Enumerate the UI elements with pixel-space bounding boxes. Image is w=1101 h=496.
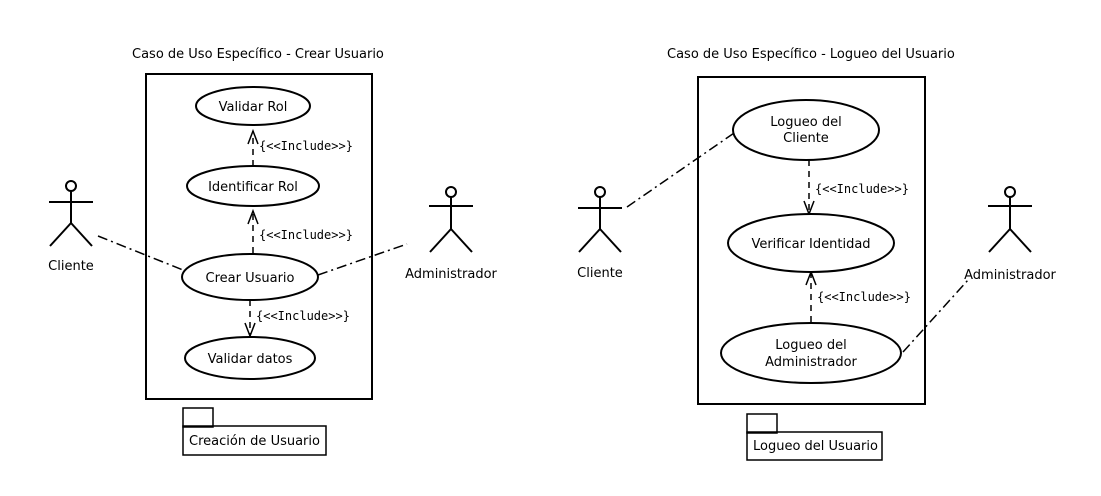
usecase-verificar-identidad — [727, 213, 895, 273]
usecase-logueo-administrador-label-2: Administrador — [765, 355, 857, 370]
right-actor-administrador — [988, 186, 1032, 253]
usecase-validar-datos-label: Validar datos — [208, 352, 293, 367]
left-assoc-admin — [317, 243, 408, 276]
left-diagram-title: Caso de Uso Específico - Crear Usuario — [132, 47, 384, 62]
left-assoc-cliente — [97, 235, 184, 271]
usecase-logueo-administrador-label-1: Logueo del — [775, 338, 846, 353]
usecase-validar-rol — [195, 86, 311, 126]
left-actor-cliente — [49, 180, 93, 247]
left-include-label-1: {<<Include>>} — [259, 139, 353, 153]
left-include-arrow-1 — [247, 128, 259, 145]
usecase-logueo-cliente-label-2: Cliente — [783, 131, 829, 146]
usecase-crear-usuario — [181, 253, 319, 301]
right-include-label-2: {<<Include>>} — [817, 290, 911, 304]
left-include-label-3: {<<Include>>} — [256, 309, 350, 323]
right-package-body — [746, 431, 883, 461]
usecase-validar-datos — [184, 336, 316, 380]
right-assoc-cliente — [626, 130, 738, 208]
usecase-identificar-rol-label: Identificar Rol — [208, 180, 298, 195]
right-actor-cliente-label: Cliente — [577, 266, 623, 281]
left-package-label: Creación de Usuario — [189, 434, 320, 449]
usecase-logueo-cliente-label-1: Logueo del — [770, 115, 841, 130]
usecase-logueo-cliente — [732, 99, 880, 161]
right-diagram-title: Caso de Uso Específico - Logueo del Usua… — [667, 47, 955, 62]
left-include-arrow-2 — [247, 208, 259, 225]
right-package-tab — [746, 413, 778, 434]
right-actor-administrador-label: Administrador — [964, 268, 1056, 283]
left-package-body — [182, 425, 327, 456]
left-package-tab — [182, 407, 214, 428]
left-actor-administrador-label: Administrador — [405, 267, 497, 282]
left-include-label-2: {<<Include>>} — [259, 228, 353, 242]
left-actor-cliente-label: Cliente — [48, 259, 94, 274]
right-include-label-1: {<<Include>>} — [815, 182, 909, 196]
left-actor-administrador — [429, 186, 473, 253]
usecase-verificar-identidad-label: Verificar Identidad — [751, 237, 870, 252]
usecase-validar-rol-label: Validar Rol — [219, 100, 288, 115]
right-assoc-admin — [902, 279, 969, 353]
usecase-logueo-administrador — [720, 322, 902, 384]
right-package-label: Logueo del Usuario — [753, 439, 878, 454]
right-actor-cliente — [578, 186, 622, 253]
usecase-crear-usuario-label: Crear Usuario — [206, 271, 295, 286]
usecase-identificar-rol — [186, 165, 320, 207]
